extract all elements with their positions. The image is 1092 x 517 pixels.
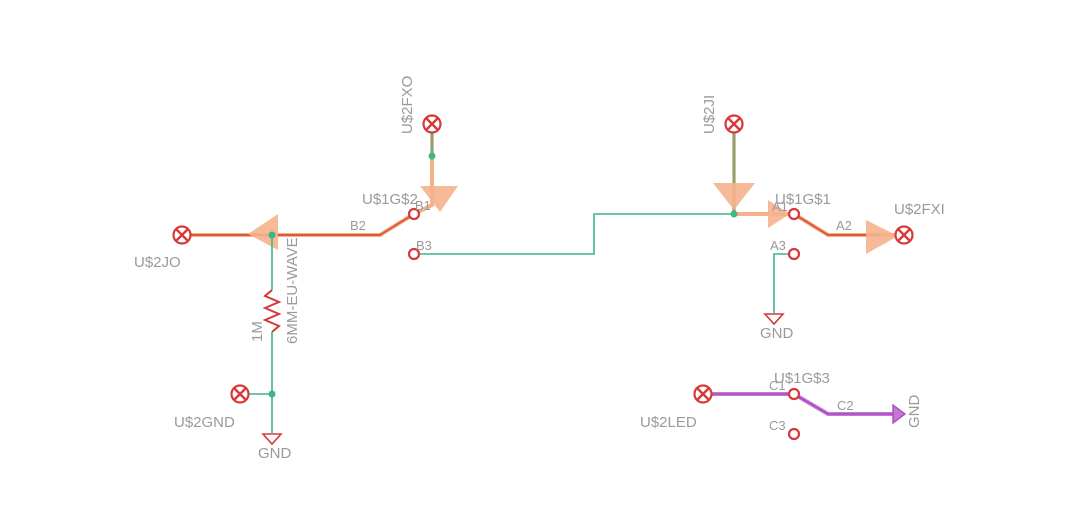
gnd-symbol-c bbox=[892, 403, 907, 425]
label-u2gnd: U$2GND bbox=[174, 414, 235, 431]
pin-u2fxo[interactable] bbox=[422, 114, 442, 134]
label-u2ji: U$2JI bbox=[701, 95, 718, 134]
label-a3: A3 bbox=[770, 238, 786, 253]
label-u1g3: U$1G$3 bbox=[774, 370, 830, 387]
label-6mm-eu-wave: 6MM-EU-WAVE bbox=[284, 237, 301, 344]
label-u1g1: U$1G$1 bbox=[775, 191, 831, 208]
label-c2: C2 bbox=[837, 398, 854, 413]
label-b1: B1 bbox=[415, 198, 431, 213]
label-a1: A1 bbox=[772, 199, 788, 214]
label-u2led: U$2LED bbox=[640, 414, 697, 431]
pad-c1[interactable] bbox=[787, 387, 801, 401]
gnd-symbol-b bbox=[261, 433, 283, 446]
pad-c3[interactable] bbox=[787, 427, 801, 441]
net-led-gnd[interactable] bbox=[703, 392, 900, 416]
pin-u2gnd[interactable] bbox=[230, 384, 250, 404]
pin-u2fxi[interactable] bbox=[894, 225, 914, 245]
label-c1: C1 bbox=[769, 378, 786, 393]
gnd-symbol-a bbox=[763, 313, 785, 326]
label-u1g2: U$1G$2 bbox=[362, 191, 418, 208]
pad-b1[interactable] bbox=[407, 207, 421, 221]
label-b2: B2 bbox=[350, 218, 366, 233]
pin-u2led[interactable] bbox=[693, 384, 713, 404]
net-a3-gnd[interactable] bbox=[773, 253, 794, 313]
pad-b3[interactable] bbox=[407, 247, 421, 261]
label-gnd-b: GND bbox=[258, 445, 292, 462]
pad-a1[interactable] bbox=[787, 207, 801, 221]
net-resistor[interactable] bbox=[240, 235, 282, 433]
pin-u2jo[interactable] bbox=[172, 225, 192, 245]
label-u2fxi: U$2FXI bbox=[894, 201, 945, 218]
net-ji-a1[interactable] bbox=[713, 124, 794, 228]
label-a2: A2 bbox=[836, 218, 852, 233]
label-1m: 1M bbox=[249, 321, 266, 342]
net-a1-fxi[interactable] bbox=[792, 212, 904, 254]
pad-a3[interactable] bbox=[787, 247, 801, 261]
label-u2jo: U$2JO bbox=[134, 254, 181, 271]
label-gnd-c: GND bbox=[906, 395, 923, 429]
net-jo-b2[interactable] bbox=[182, 212, 416, 250]
label-gnd-a: GND bbox=[760, 325, 794, 342]
label-b3: B3 bbox=[416, 238, 432, 253]
label-u2fxo: U$2FXO bbox=[399, 76, 416, 134]
net-b3-ji[interactable] bbox=[414, 213, 734, 255]
label-c3: C3 bbox=[769, 418, 786, 433]
pin-u2ji[interactable] bbox=[724, 114, 744, 134]
